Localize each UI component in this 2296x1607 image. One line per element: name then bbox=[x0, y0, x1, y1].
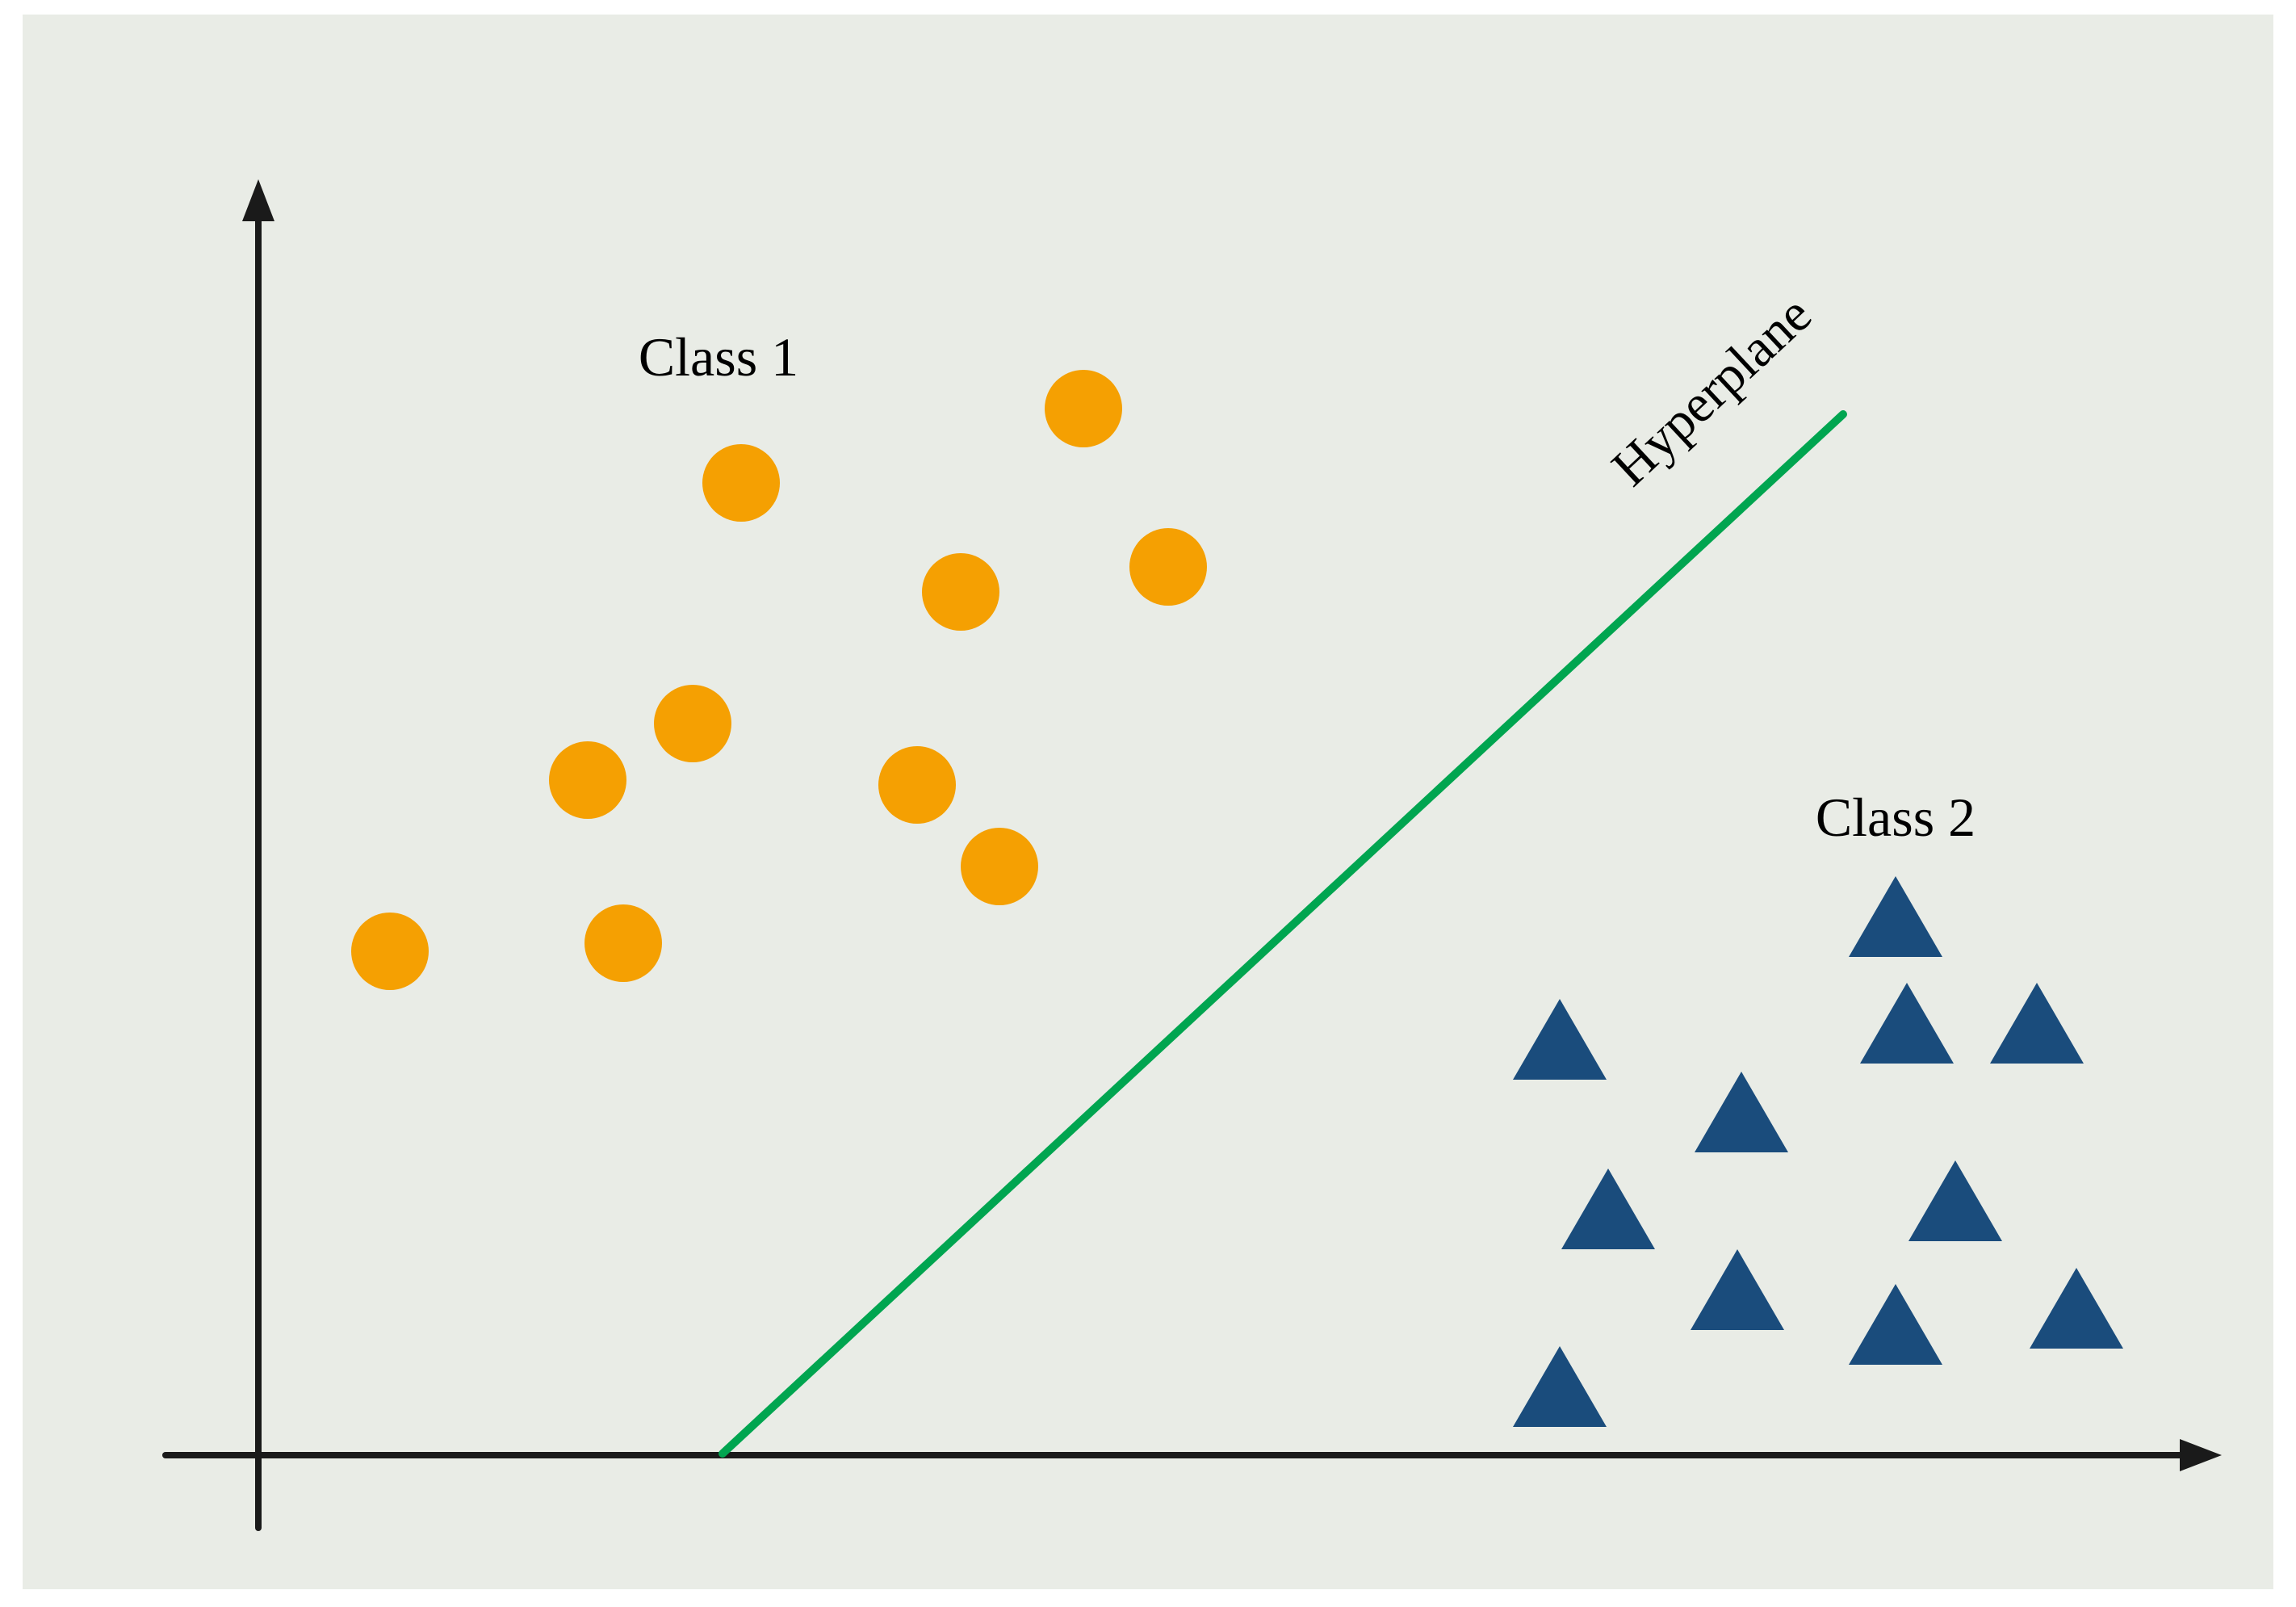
class2-point bbox=[1513, 999, 1607, 1080]
class2-point bbox=[1849, 1284, 1942, 1365]
class1-point bbox=[549, 741, 626, 819]
class1-point bbox=[654, 685, 731, 762]
class1-point bbox=[1045, 370, 1122, 447]
class1-point bbox=[584, 904, 662, 982]
hyperplane-line bbox=[719, 410, 1847, 1458]
class2-point bbox=[1990, 983, 2084, 1064]
axes bbox=[162, 179, 2222, 1531]
class2-point bbox=[1691, 1249, 1784, 1330]
class1-label: Class 1 bbox=[639, 326, 798, 388]
class2-point bbox=[2030, 1268, 2123, 1349]
class1-point bbox=[1129, 528, 1207, 606]
class1-point bbox=[351, 913, 429, 990]
class2-point bbox=[1561, 1169, 1655, 1249]
class1-point bbox=[702, 444, 780, 522]
x-axis-arrowhead bbox=[2180, 1439, 2222, 1471]
y-axis-arrowhead bbox=[242, 179, 274, 221]
class1-point bbox=[922, 553, 999, 631]
class2-point bbox=[1860, 983, 1954, 1064]
class2-point bbox=[1849, 876, 1942, 957]
class2-points-group bbox=[1513, 876, 2123, 1427]
class1-points-group bbox=[351, 370, 1207, 990]
class2-label: Class 2 bbox=[1816, 787, 1975, 848]
class2-point bbox=[1908, 1160, 2002, 1241]
class2-point bbox=[1513, 1346, 1607, 1427]
class1-point bbox=[878, 746, 956, 824]
class2-point bbox=[1695, 1072, 1788, 1152]
class1-point bbox=[961, 828, 1038, 905]
